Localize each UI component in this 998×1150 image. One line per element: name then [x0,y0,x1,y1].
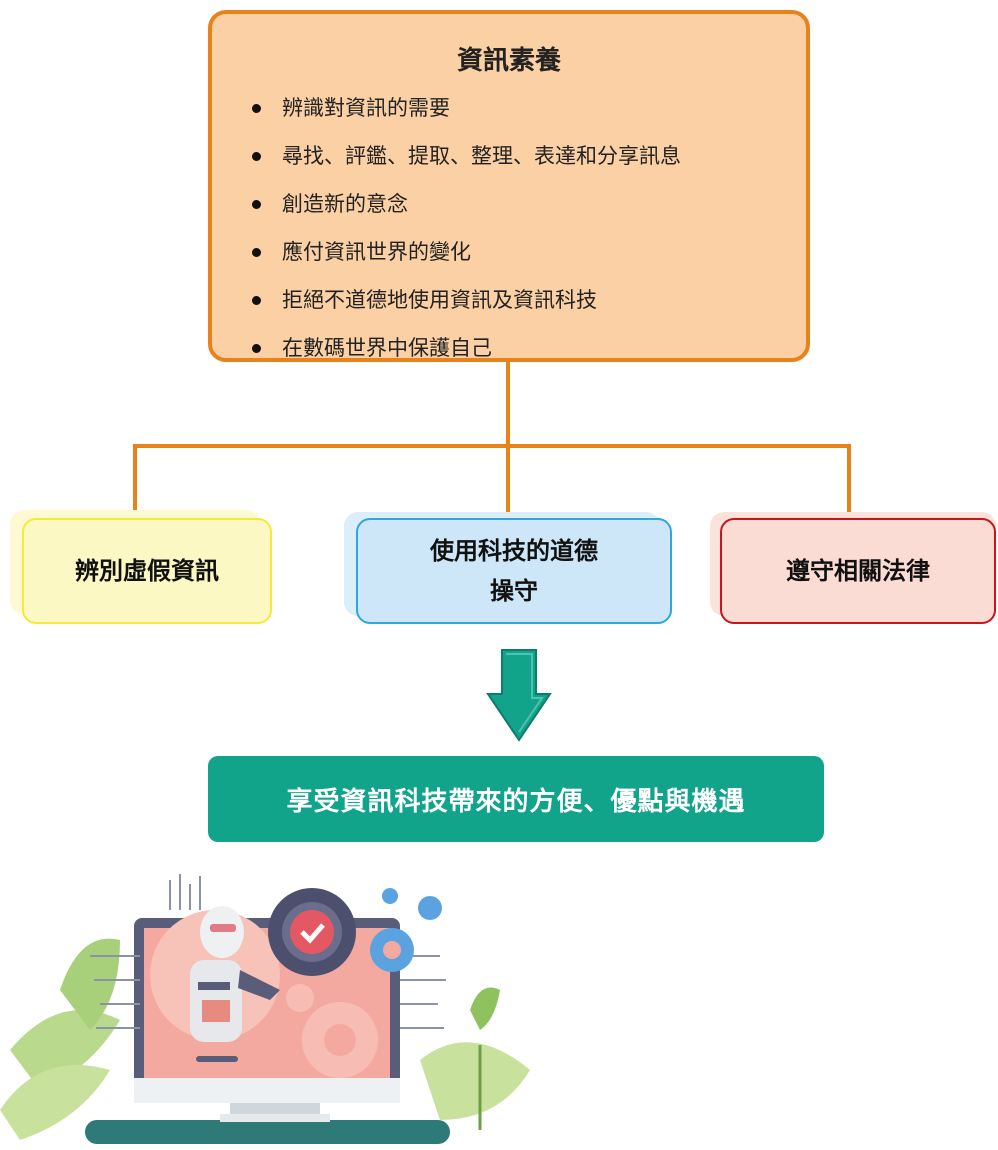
connector-left [133,444,137,518]
literacy-item: 辨識對資訊的需要 [252,84,681,132]
literacy-item: 在數碼世界中保護自己 [252,324,681,372]
literacy-item: 尋找、評鑑、提取、整理、表達和分享訊息 [252,132,681,180]
literacy-item: 拒絕不道德地使用資訊及資訊科技 [252,276,681,324]
category-2-box: 使用科技的道德 操守 [356,518,672,624]
connector-center [506,444,510,514]
category-3-label: 遵守相關法律 [786,557,930,585]
computer-robot-gears-icon [0,874,530,1144]
literacy-item: 創造新的意念 [252,180,681,228]
literacy-box: 資訊素養 辨識對資訊的需要 尋找、評鑑、提取、整理、表達和分享訊息 創造新的意念… [208,10,810,362]
connector-vertical-main [506,362,510,448]
literacy-item: 應付資訊世界的變化 [252,228,681,276]
category-2-label-line1: 使用科技的道德 [430,537,598,565]
category-1-box: 辨別虛假資訊 [22,518,272,624]
connector-horizontal [133,444,851,448]
result-box: 享受資訊科技帶來的方便、優點與機遇 [208,756,824,842]
literacy-list: 辨識對資訊的需要 尋找、評鑑、提取、整理、表達和分享訊息 創造新的意念 應付資訊… [252,84,681,372]
connector-right [847,444,851,516]
down-arrow-icon [486,649,552,742]
literacy-title: 資訊素養 [456,46,561,76]
category-2-label-line2: 操守 [490,577,538,605]
result-text: 享受資訊科技帶來的方便、優點與機遇 [286,786,746,817]
category-3-box: 遵守相關法律 [720,518,996,624]
category-1-label: 辨別虛假資訊 [75,557,219,585]
